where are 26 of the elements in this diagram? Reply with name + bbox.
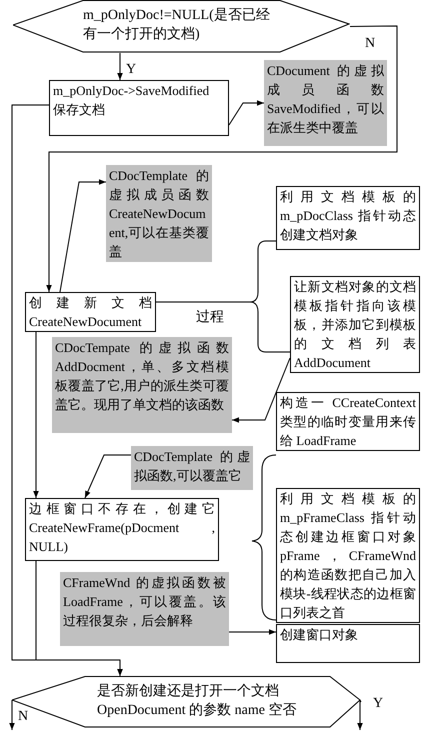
process-box: 构造一 CCreateContext 类型的临时变量用来传给 LoadFrame bbox=[276, 392, 420, 451]
process-box: 创建窗口对象 bbox=[276, 624, 420, 663]
decision-hexagon: m_pOnlyDoc!=NULL(是否已经有一个打开的文档) bbox=[13, 0, 350, 53]
process-box: 边框窗口不存在，创建它 CreateNewFrame(pDocment , NULL) bbox=[25, 498, 219, 561]
arrow bbox=[33, 332, 39, 498]
arrow bbox=[84, 454, 132, 498]
arrow bbox=[36, 560, 123, 676]
note-box: CDocTempate 的虚拟函数 AddDocment，单、多文档模板覆盖了它,用户的派生类可覆盖它。现用了单文档的该函数 bbox=[52, 337, 232, 433]
arrow bbox=[60, 179, 106, 292]
process-box: m_pOnlyDoc->SaveModified 保存文档 bbox=[49, 80, 229, 136]
process-box: 利用文档模板的 m_pDocClass 指针动态创建文档对象 bbox=[276, 186, 420, 250]
arrow bbox=[228, 629, 276, 635]
note-box: CDocTemplate 的虚拟函数,可以覆盖它 bbox=[131, 446, 253, 490]
arrow bbox=[232, 358, 290, 423]
arrow bbox=[117, 52, 123, 80]
note-box: CFrameWnd 的虚拟函数被 LoadFrame，可以覆盖。该过程很复杂，后会解释 bbox=[60, 572, 229, 646]
note-box: CDocument 的虚拟成员函数 SaveModified，可以在派生类中覆盖 bbox=[264, 60, 387, 146]
process-box: 创建新文档 CreateNewDocument bbox=[25, 292, 156, 332]
arrow bbox=[9, 700, 15, 730]
arrow bbox=[357, 700, 363, 730]
process-box: 利用文档模板的 m_pFrameClass 指针动态创建边框窗口对象 pFrame，CFrameWnd 的构造函数把自己加入模块-线程状态的边框窗口列表之首 bbox=[276, 488, 420, 623]
connector-line bbox=[156, 302, 290, 352]
arrow bbox=[46, 26, 398, 292]
note-box: CDocTemplate 的虚拟成员函数 CreateNewDocument,可以在基类覆盖 bbox=[106, 165, 212, 262]
process-box: 让新文档对象的文档模板指针指向该模板，并添加它到模板的文档列表 AddDocument bbox=[290, 276, 420, 373]
arrow bbox=[228, 100, 264, 126]
